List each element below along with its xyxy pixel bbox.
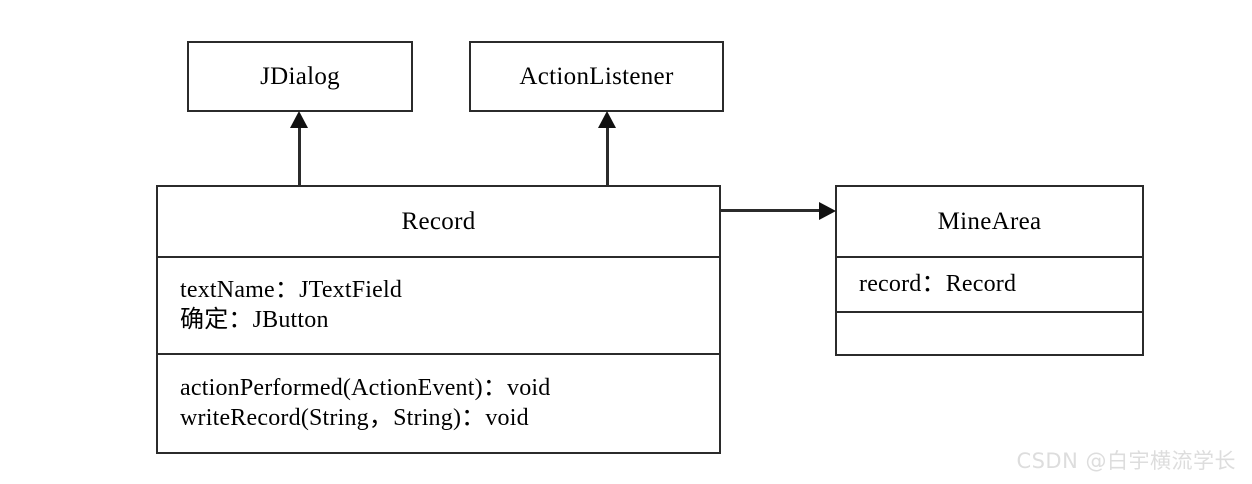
arrowhead-up-icon xyxy=(598,111,616,128)
class-attributes-section: textName：JTextField 确定：JButton xyxy=(158,256,719,353)
class-name-actionlistener: ActionListener xyxy=(519,62,674,90)
class-name-minearea: MineArea xyxy=(937,207,1042,235)
attribute-row: record：Record xyxy=(859,270,1017,297)
class-box-jdialog[interactable]: JDialog xyxy=(187,41,413,112)
connector-record-to-actionlistener xyxy=(606,126,609,186)
watermark-text: CSDN @白宇横流学长 xyxy=(1016,449,1236,473)
arrowhead-up-icon xyxy=(290,111,308,128)
class-box-record[interactable]: Record textName：JTextField 确定：JButton ac… xyxy=(156,185,721,454)
arrowhead-right-icon xyxy=(819,202,836,220)
method-row: actionPerformed(ActionEvent)：void xyxy=(180,375,551,402)
method-row: writeRecord(String，String)：void xyxy=(180,404,529,431)
connector-record-to-minearea xyxy=(721,209,821,212)
class-name-jdialog: JDialog xyxy=(260,62,340,90)
class-methods-section: actionPerformed(ActionEvent)：void writeR… xyxy=(158,353,719,452)
class-title-section: ActionListener xyxy=(471,43,722,110)
class-box-minearea[interactable]: MineArea record：Record xyxy=(835,185,1144,356)
class-attributes-section: record：Record xyxy=(837,256,1142,311)
class-name-record: Record xyxy=(401,207,476,235)
attribute-row: 确定：JButton xyxy=(180,306,329,333)
class-title-section: MineArea xyxy=(837,187,1142,256)
class-box-actionlistener[interactable]: ActionListener xyxy=(469,41,724,112)
class-methods-section-empty xyxy=(837,311,1142,354)
class-title-section: JDialog xyxy=(189,43,411,110)
class-title-section: Record xyxy=(158,187,719,256)
attribute-row: textName：JTextField xyxy=(180,277,403,304)
connector-record-to-jdialog xyxy=(298,126,301,186)
